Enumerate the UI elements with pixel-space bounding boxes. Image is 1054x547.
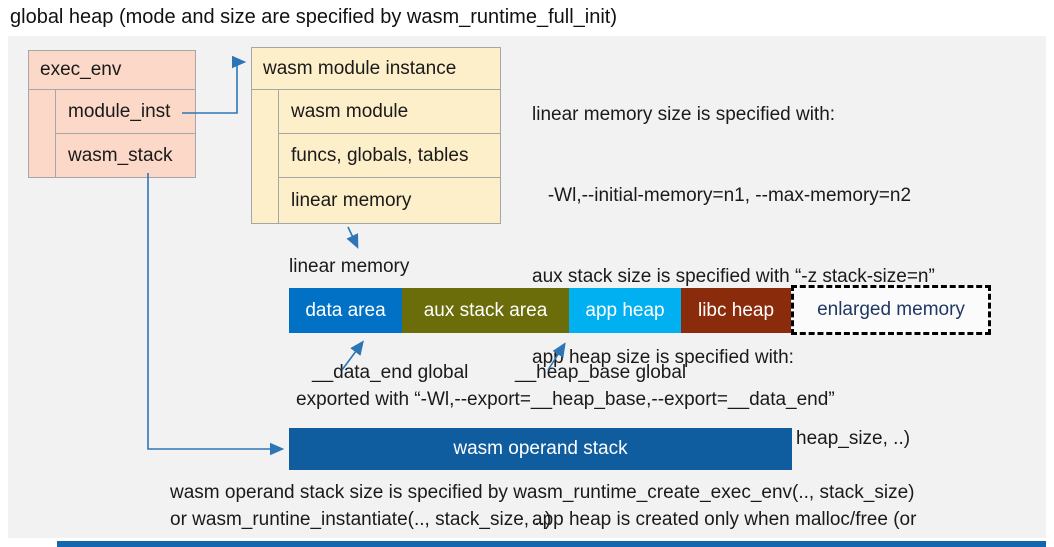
operand-stack-note: wasm operand stack size is specified by …: [170, 479, 1050, 533]
exec-env-box: exec_env module_inst wasm_stack: [28, 50, 196, 178]
heap-base-global-label: __heap_base global: [515, 362, 687, 383]
note-line: linear memory size is specified with:: [532, 104, 836, 125]
exec-env-row-module-inst: module_inst: [55, 90, 195, 134]
instance-row-funcs-globals-tables: funcs, globals, tables: [278, 134, 500, 178]
segment-libc-heap: libc heap: [681, 288, 791, 333]
note-line: -Wl,--initial-memory=n1, --max-memory=n2: [532, 185, 912, 206]
segment-data-area: data area: [289, 288, 402, 333]
wasm-module-instance-box: wasm module instance wasm module funcs, …: [251, 47, 501, 224]
instance-row-wasm-module: wasm module: [278, 90, 500, 134]
wasm-operand-stack-bar: wasm operand stack: [289, 428, 792, 470]
operand-stack-note-line1: wasm operand stack size is specified by …: [170, 482, 915, 503]
note-line: aux stack size is specified with “-z sta…: [532, 266, 935, 287]
linear-memory-label: linear memory: [289, 256, 410, 277]
segment-app-heap: app heap: [569, 288, 681, 333]
exec-env-row-wasm-stack: wasm_stack: [55, 134, 195, 177]
bottom-accent-strip: [57, 541, 1046, 547]
operand-stack-note-line2: or wasm_runtine_instantiate(.., stack_si…: [170, 509, 552, 530]
segment-enlarged-memory: enlarged memory: [791, 285, 991, 335]
note-line: app heap is created only when malloc/fre…: [532, 509, 917, 530]
exported-with-label: exported with “-Wl,--export=__heap_base,…: [296, 389, 835, 410]
instance-row-linear-memory: linear memory: [278, 178, 500, 223]
segment-aux-stack-area: aux stack area: [402, 288, 569, 333]
exec-env-title: exec_env: [29, 51, 195, 90]
data-end-global-label: __data_end global: [312, 362, 469, 383]
diagram-title: global heap (mode and size are specified…: [10, 6, 617, 28]
wasm-module-instance-title: wasm module instance: [252, 48, 500, 90]
